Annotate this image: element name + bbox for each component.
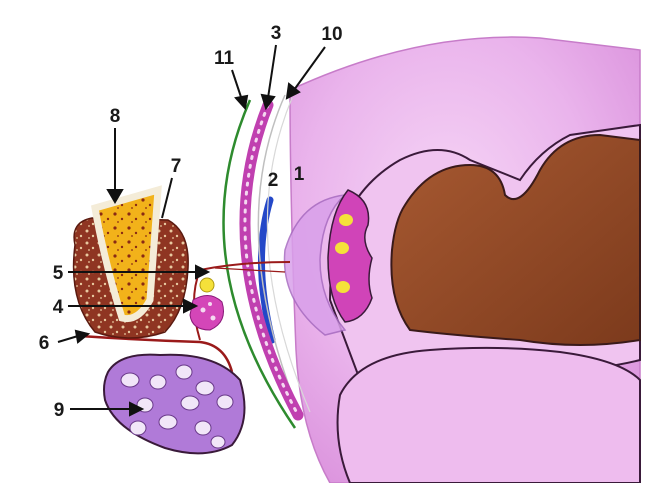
node-spot (201, 308, 206, 313)
yellow-dot (335, 242, 349, 254)
label-11: 11 (214, 48, 235, 69)
yellow-dot (339, 214, 353, 226)
label-5: 5 (53, 263, 64, 284)
structure-4-pink-node (190, 295, 224, 330)
node-spot (208, 302, 212, 306)
yellow-dot (336, 281, 350, 293)
label-3: 3 (271, 23, 282, 44)
label-9: 9 (54, 400, 65, 421)
label-6: 6 (39, 333, 50, 354)
structure-5-yellow-node (200, 278, 214, 292)
label-2: 2 (268, 170, 279, 191)
lower-lobe (338, 348, 640, 483)
label-4: 4 (53, 297, 64, 318)
label-1: 1 (294, 164, 305, 185)
node-spot (211, 316, 216, 321)
label-10: 10 (321, 24, 342, 45)
label-8: 8 (110, 106, 121, 127)
label-7: 7 (171, 156, 182, 177)
